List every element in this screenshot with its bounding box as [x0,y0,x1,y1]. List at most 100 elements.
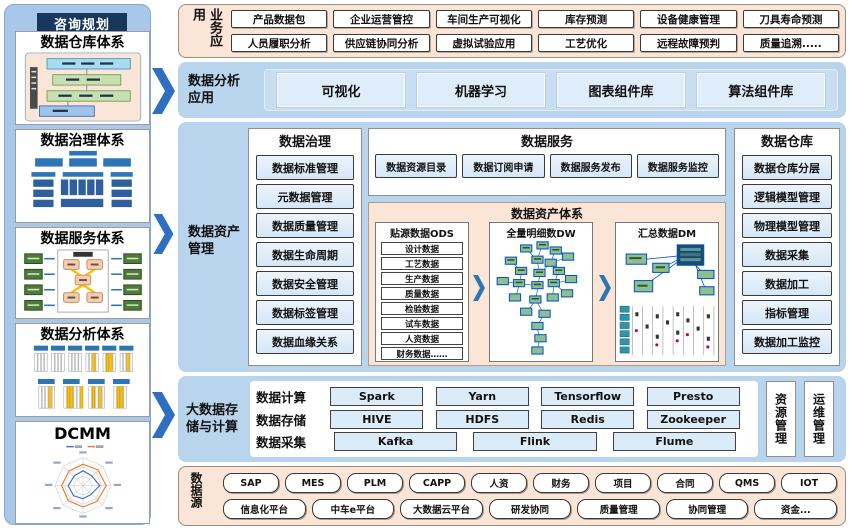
ods-item: 财务数据…… [381,347,463,360]
ods-item: 设计数据 [381,242,463,255]
datasource-item: QMS [719,473,775,493]
data-services-title: 数据服务 [520,135,573,150]
bigdata-section: 大数据存 储与计算 数据计算 Spark Yarn Tensorflow Pre… [178,376,846,462]
governance-item: 数据标签管理 [256,300,354,325]
data-asset-system-title: 数据资产体系 [510,207,583,221]
data-analysis-apps-label: 数据分析 应用 [188,74,241,106]
storage-row: 数据存储 HIVE HDFS Redis Zookeeper [256,409,752,429]
data-service-item: 数据订阅申请 [462,154,545,178]
ods-title: 贴源数据ODS [389,229,454,240]
warehouse-item: 数据加工 [742,271,832,296]
datasource-item: 研发协同 [488,499,572,519]
governance-grid-icon [30,150,133,208]
chevron-right-icon [150,214,176,258]
analysis-app: 算法组件库 [696,73,825,107]
warehouse-item: 逻辑模型管理 [742,184,832,209]
datasource-item: 中车e平台 [311,499,395,519]
business-app: 质量追溯..... [742,34,839,52]
analysis-app: 图表组件库 [557,73,685,107]
governance-title: 数据治理 [278,135,331,150]
resource-mgmt-box: 资源管理 [766,381,796,457]
business-apps-section: 业务应用 产品数据包 企业运营管控 车间生产可视化 库存预测 设备健康管理 刀具… [178,4,846,58]
data-analysis-apps-section: 数据分析 应用 可视化 机器学习 图表组件库 算法组件库 [178,62,846,118]
chevron-right-icon [472,275,486,305]
datasource-section: 数据源 SAP MES PLM CAPP 人资 财务 项目 合同 QMS IOT… [178,466,846,526]
collect-row: 数据采集 Kafka Flink Flume [256,431,752,451]
bigdata-panel: 数据计算 Spark Yarn Tensorflow Presto 数据存储 H… [250,381,758,457]
data-service-item: 数据服务发布 [549,154,632,178]
ods-panel: 贴源数据ODS 设计数据 工艺数据 生产数据 质量数据 检验数据 试车数据 人资… [375,222,469,362]
consulting-planning-title: 咨询规划 [37,13,127,34]
radar-chart-icon [44,445,121,518]
card-data-warehouse-system: 数据仓库体系 [15,31,150,125]
chevron-right-icon [598,275,612,305]
chevron-right-icon [150,392,176,442]
governance-item: 数据生命周期 [256,242,354,267]
dw-network-icon [496,241,578,355]
business-app: 工艺优化 [538,34,635,52]
business-app: 产品数据包 [231,10,328,28]
tech-item: Presto [646,387,740,407]
tech-item: Tensorflow [541,387,635,407]
analysis-apps-strip: 可视化 机器学习 图表组件库 算法组件库 [264,69,838,111]
tech-item: HIVE [330,409,424,429]
warehouse-layers-icon [24,52,141,122]
datasource-item: CAPP [409,473,465,493]
governance-item: 数据安全管理 [256,271,354,296]
service-flow-thumbnail [16,248,149,316]
consulting-planning-panel: 咨询规划 数据仓库体系 [4,4,151,525]
datasource-item: SAP [223,473,279,493]
ods-item: 质量数据 [381,287,463,300]
tech-item: Redis [541,409,635,429]
card-title: 数据治理体系 [40,133,125,149]
datasource-item: PLM [347,473,403,493]
bigdata-label: 大数据存 储与计算 [186,403,239,435]
ods-item: 试车数据 [381,317,463,330]
compute-row: 数据计算 Spark Yarn Tensorflow Presto [256,387,752,407]
governance-item: 数据标准管理 [256,155,354,180]
collect-label: 数据采集 [256,434,307,450]
governance-item: 数据质量管理 [256,213,354,238]
dm-panel: 汇总数据DM [615,222,719,362]
datasource-rows: SAP MES PLM CAPP 人资 财务 项目 合同 QMS IOT 信息化… [223,473,838,519]
card-title: 数据分析体系 [40,327,125,343]
data-service-item: 数据服务监控 [636,154,719,178]
tech-item: Spark [330,387,424,407]
business-app: 库存预测 [538,10,635,28]
business-apps-label: 业务应用 [190,8,222,47]
warehouse-item: 物理模型管理 [742,213,832,238]
service-flow-icon [23,249,142,313]
business-app: 刀具寿命预测 [742,10,839,28]
business-app: 远程故障预判 [640,34,737,52]
business-app: 虚拟试验应用 [435,34,532,52]
governance-item: 数据血缘关系 [256,329,354,354]
datasource-item: IOT [781,473,837,493]
business-apps-grid: 产品数据包 企业运营管控 车间生产可视化 库存预测 设备健康管理 刀具寿命预测 … [231,10,839,52]
datasource-row-2: 信息化平台 中车e平台 大数据云平台 研发协同 质量管理 协同管理 资金... [223,499,838,519]
datasource-item: 大数据云平台 [400,499,483,519]
datasource-item: 信息化平台 [223,499,306,519]
analysis-app: 可视化 [277,73,405,107]
card-title: 数据服务体系 [40,231,125,247]
data-service-item: 数据资源目录 [375,154,458,178]
business-app: 供应链协同分析 [333,34,430,52]
ops-mgmt-box: 运维管理 [804,381,834,457]
datasource-item: 协同管理 [665,499,749,519]
ods-item: 工艺数据 [381,257,463,270]
analysis-app: 机器学习 [417,73,545,107]
chevron-right-icon [150,68,176,118]
card-data-analysis-system: 数据分析体系 [15,323,150,417]
datasource-item: 人资 [471,473,527,493]
dm-star-icon [619,244,715,356]
warehouse-item: 指标管理 [742,300,832,325]
card-data-service-system: 数据服务体系 [15,227,150,319]
governance-thumbnail [16,150,149,220]
datasource-item: 质量管理 [577,499,660,519]
business-app: 人员履职分析 [231,34,328,52]
tech-item: Kafka [333,431,458,451]
warehouse-title: 数据仓库 [760,135,813,150]
dw-title: 全量明细数DW [506,229,576,240]
warehouse-thumbnail [16,52,149,122]
datasource-label: 数据源 [189,472,203,508]
